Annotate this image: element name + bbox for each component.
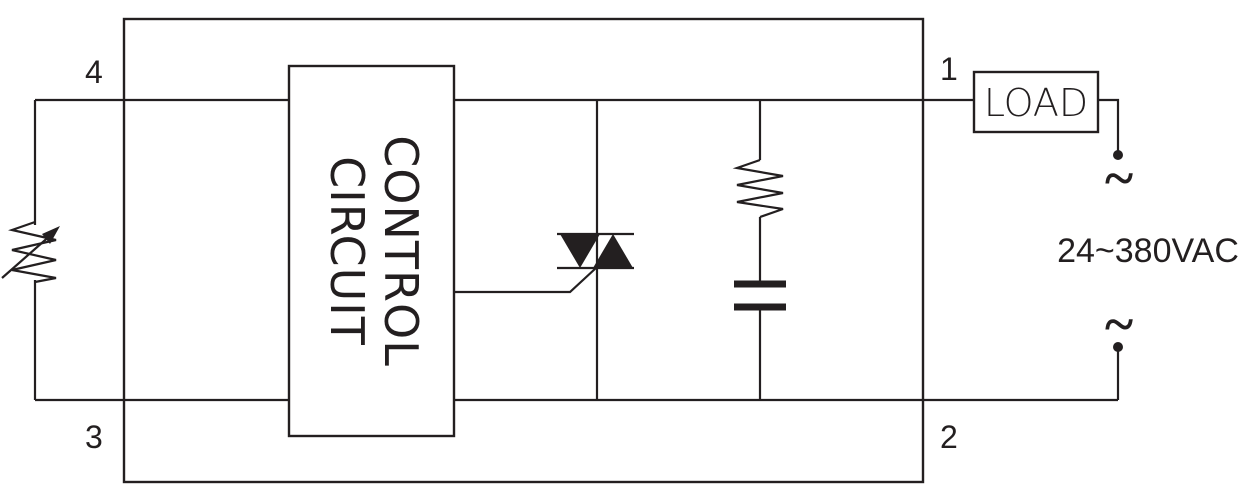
terminal-2-label: 2	[940, 419, 958, 455]
ac-symbol-top: ~	[1105, 148, 1133, 208]
terminal-1-label: 1	[940, 51, 958, 87]
terminal-3-label: 3	[85, 419, 103, 455]
load-label: LOAD	[984, 81, 1088, 125]
triac-icon	[557, 100, 634, 400]
control-circuit-block	[287, 64, 456, 438]
control-circuit-label-line1: CONTROL	[374, 135, 428, 367]
terminal-4-label: 4	[85, 54, 103, 90]
relay-housing	[122, 17, 925, 484]
load-block	[972, 70, 1100, 134]
snubber-resistor-icon	[732, 100, 784, 284]
variable-resistor-icon	[1, 220, 60, 284]
control-circuit-label-line2: CIRCUIT	[320, 156, 374, 346]
output-circuit	[454, 98, 1118, 402]
ac-symbol-bottom: ~	[1105, 294, 1133, 354]
supply-voltage-label: 24~380VAC	[1057, 232, 1239, 270]
input-circuit	[33, 98, 290, 402]
ac-terminal-top	[1113, 150, 1123, 160]
snubber-capacitor-icon	[734, 280, 786, 400]
